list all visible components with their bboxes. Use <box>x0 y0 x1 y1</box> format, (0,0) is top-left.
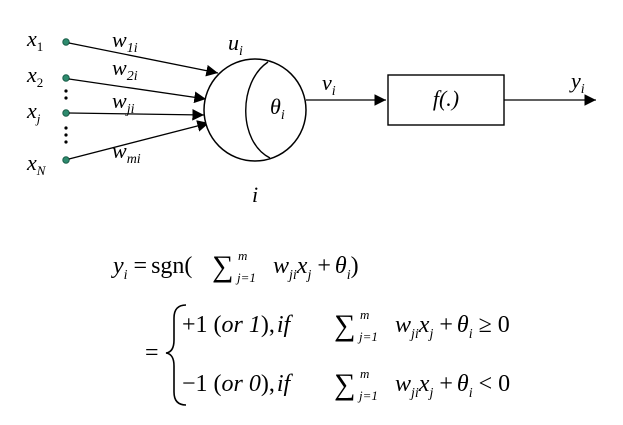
input-node-dot-d <box>64 133 68 137</box>
input-node-dot-a <box>64 89 68 93</box>
weight-label-wji: wji <box>112 88 135 117</box>
formula-case1-body: wjixj+θi≥ 0 <box>395 312 510 342</box>
weight-label-w1i: w1i <box>112 27 138 56</box>
input-node-dot-b <box>64 96 68 100</box>
input-node-x1 <box>62 38 70 46</box>
connection-w1i <box>68 42 219 77</box>
input-node-xN <box>62 156 70 164</box>
formula-line1: yi=sgn( <box>111 253 192 283</box>
activation-function-label: f(.) <box>433 86 459 111</box>
input-node-dot-c <box>64 126 68 130</box>
formula-cases-brace <box>165 304 187 406</box>
formula-case2-sum-lower: j=1 <box>357 388 378 403</box>
neuron-index-label: i <box>252 182 258 207</box>
formula-line1-sum-upper: m <box>238 248 247 263</box>
neuron-sum-label: ui <box>228 30 243 59</box>
neuron-threshold-curve <box>245 61 271 159</box>
weight-label-wmi: wmi <box>112 138 141 167</box>
connection-w2i <box>68 78 207 104</box>
formula-case2: −1 (or 0),if <box>182 371 294 397</box>
input-node-xj <box>62 109 70 117</box>
formula-case1-sum-upper: m <box>360 307 369 322</box>
formula-case1: +1 (or 1),if <box>182 312 294 338</box>
neuron-circle <box>203 58 307 162</box>
connection-wmi <box>68 120 210 160</box>
formula-line1-sum: ∑ <box>212 250 233 283</box>
connection-wji <box>68 108 205 121</box>
input-node-dot-e <box>64 140 68 144</box>
formula-case2-body: wjixj+θi< 0 <box>395 371 510 401</box>
formula-case1-sum-lower: j=1 <box>357 329 378 344</box>
final-output-label: yi <box>569 68 585 97</box>
formula-line1-body: wjixj+θi) <box>273 253 359 283</box>
formula-case1-sum: ∑ <box>334 309 355 342</box>
input-node-x2 <box>62 74 70 82</box>
formula-cases-equals: = <box>145 340 159 366</box>
formula-case2-sum: ∑ <box>334 368 355 401</box>
formula-line1-sum-lower: j=1 <box>235 270 256 285</box>
neuron-output-label: vi <box>322 70 336 99</box>
activation-function-box <box>387 74 505 126</box>
neuron-threshold-label: θi <box>270 94 285 123</box>
input-label-x2: x2 <box>26 62 43 90</box>
input-label-xN: xN <box>26 150 47 178</box>
input-label-xj: xj <box>26 98 41 126</box>
formula-case2-sum-upper: m <box>360 366 369 381</box>
weight-label-w2i: w2i <box>112 55 138 84</box>
input-label-x1: x1 <box>26 26 43 54</box>
